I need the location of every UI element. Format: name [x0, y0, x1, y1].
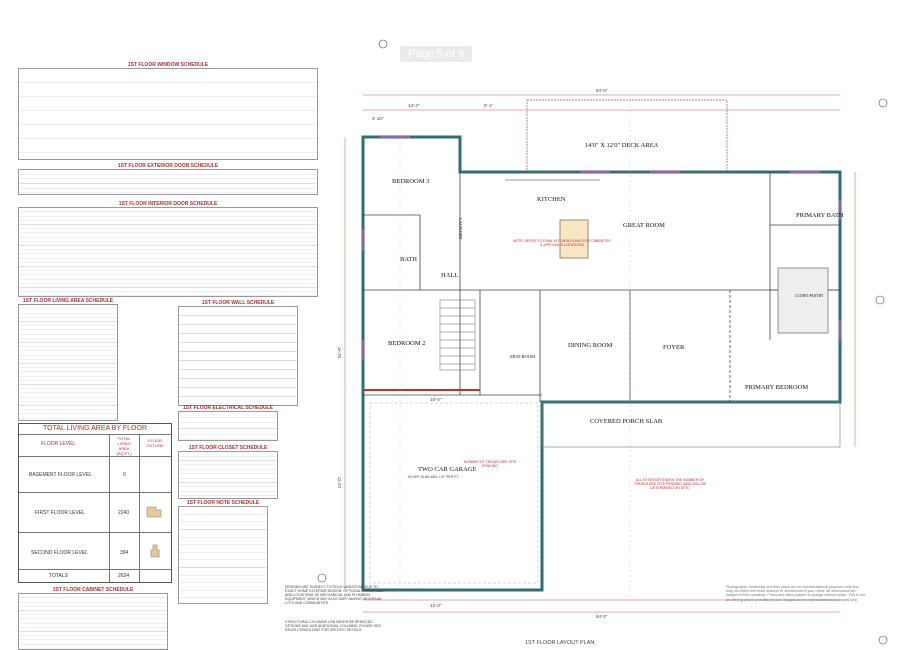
cabinet-schedule-title: 1ST FLOOR CABINET SCHEDULE [52, 587, 134, 593]
room-dining: DINING ROOM [568, 342, 613, 349]
second-level-label: SECOND FLOOR LEVEL [31, 550, 88, 556]
room-hall: HALL [441, 272, 459, 279]
basement-level-label: BASEMENT FLOOR LEVEL [29, 472, 92, 478]
second-floor-outline-icon [150, 544, 160, 558]
kitchen-note: NOTE: REFER TO FINAL KITCHEN PLANS FOR C… [512, 239, 612, 247]
interior-door-schedule-title: 1ST FLOOR INTERIOR DOOR SCHEDULE [118, 201, 218, 207]
dim-d3: 4'-10" [372, 116, 384, 121]
dim-d1: 13'-4" [408, 103, 420, 108]
electrical-schedule: 1ST FLOOR ELECTRICAL SCHEDULE [178, 405, 278, 441]
garage-slope-note: SLOPE SLAB MIN. 1/4" PER FT. [408, 475, 460, 479]
dim-d5: 18'-0" [430, 397, 442, 402]
electrical-schedule-title: 1ST FLOOR ELECTRICAL SCHEDULE [183, 405, 273, 411]
dim-overall-top: 84'-0" [596, 88, 608, 93]
room-mud-room: MUD ROOM [510, 354, 536, 359]
living-area-schedule-title: 1ST FLOOR LIVING AREA SCHEDULE [22, 298, 114, 304]
room-great-room: GREAT ROOM [623, 222, 665, 229]
room-bath: BATH [400, 256, 417, 263]
dim-garage-left: 24'-0" [337, 476, 343, 489]
sheet-title: 1ST FLOOR LAYOUT PLAN [525, 640, 595, 646]
room-bedroom-3: BEDROOM 3 [392, 178, 430, 185]
totals-label: TOTALS [49, 573, 68, 579]
design-note: DESIGNS ARE SUBJECT TO FIELD VARIATIONS … [285, 585, 385, 605]
room-primary-bath: PRIMARY BATH [796, 212, 844, 219]
window-schedule-title: 1ST FLOOR WINDOW SCHEDULE [127, 62, 209, 68]
page-indicator: Page 5 of 9 [400, 46, 473, 62]
room-laundry: LAUNDRY [458, 218, 463, 240]
total-living-area-table: TOTAL LIVING AREA BY FLOOR FLOOR LEVEL T… [18, 423, 172, 583]
stair-note: NUMBER OF TREADS ARE SITE PENDING [463, 460, 517, 468]
dim-d4: 12'-0" [430, 603, 442, 608]
first-level-area: 2240 [118, 510, 130, 516]
col-total-area: TOTAL LIVING AREA (SQ.FT.) [116, 436, 132, 456]
closet-schedule: 1ST FLOOR CLOSET SCHEDULE [178, 445, 278, 499]
note-schedule: 1ST FLOOR NOTE SCHEDULE [178, 500, 268, 604]
room-deck: 14'0" X 12'0" DECK AREA [585, 142, 659, 149]
structural-note: STRUCTURAL COLUMNS CAN NEVER BE REMOVED.… [285, 620, 381, 632]
wall-schedule-title: 1ST FLOOR WALL SCHEDULE [201, 300, 275, 306]
disclaimer: Photographs, renderings and floor plans … [726, 585, 865, 602]
interior-door-schedule: 1ST FLOOR INTERIOR DOOR SCHEDULE [18, 201, 318, 297]
room-foyer: FOYER [663, 344, 685, 351]
room-garage: TWO CAR GARAGE [418, 466, 477, 473]
room-primary-bedroom: PRIMARY BEDROOM [745, 384, 809, 391]
room-closet: CLOSET/PANTRY [795, 294, 824, 298]
room-kitchen: KITCHEN [537, 196, 566, 203]
porch-stair-note: ALL EXTERIOR STAIRS THE NUMBER OF TREADS… [633, 478, 707, 490]
dim-overall-bottom: 84'-0" [596, 614, 608, 619]
closet-schedule-title: 1ST FLOOR CLOSET SCHEDULE [188, 445, 268, 451]
window-schedule: 1ST FLOOR WINDOW SCHEDULE [18, 62, 318, 160]
first-floor-outline-icon [146, 506, 162, 518]
second-level-area: 394 [120, 550, 129, 556]
room-covered-porch: COVERED PORCH SLAB [590, 418, 663, 425]
exterior-door-schedule-title: 1ST FLOOR EXTERIOR DOOR SCHEDULE [117, 163, 219, 169]
exterior-door-schedule: 1ST FLOOR EXTERIOR DOOR SCHEDULE [18, 163, 318, 195]
dim-d2: 8'-1" [484, 103, 493, 108]
wall-schedule: 1ST FLOOR WALL SCHEDULE [178, 300, 298, 406]
living-area-schedule: 1ST FLOOR LIVING AREA SCHEDULE [18, 298, 118, 421]
dim-left-depth: 34'-0" [337, 346, 343, 359]
first-level-label: FIRST FLOOR LEVEL [35, 510, 85, 516]
room-bedroom-2: BEDROOM 2 [388, 340, 426, 347]
basement-level-area: 0 [123, 472, 126, 478]
col-floor-outline: FLOOR OUTLINE [146, 438, 164, 448]
note-schedule-title: 1ST FLOOR NOTE SCHEDULE [186, 500, 260, 506]
col-floor-level: FLOOR LEVEL [41, 441, 76, 447]
total-living-area-title: TOTAL LIVING AREA BY FLOOR [43, 425, 147, 432]
totals-value: 2634 [118, 573, 130, 579]
